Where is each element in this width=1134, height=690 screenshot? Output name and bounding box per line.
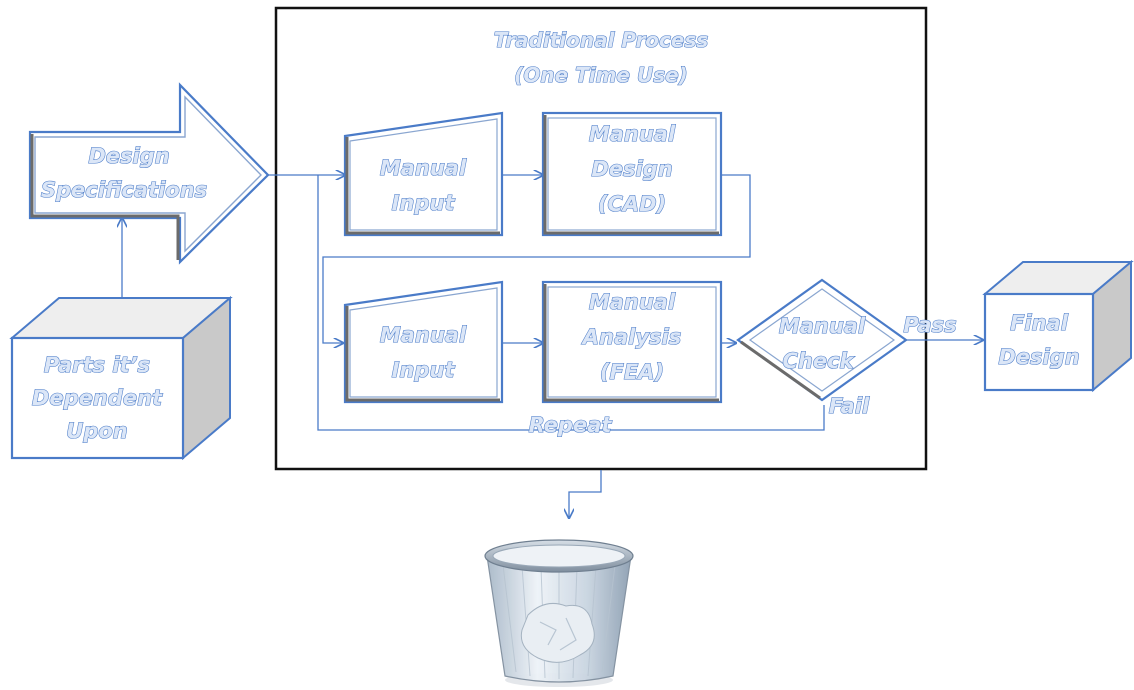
manual-input-top: Manual Input <box>343 111 504 237</box>
design-specifications-line2: Specifications <box>41 178 207 202</box>
trash-bin-icon <box>484 539 634 687</box>
manual-check-diamond: Manual Check <box>736 278 908 402</box>
manual-input-bottom: Manual Input <box>343 280 504 404</box>
manual-analysis-line2: Analysis <box>581 325 681 349</box>
final-design-box: Final Design <box>982 259 1134 393</box>
manual-check-line2: Check <box>782 349 855 373</box>
parts-box-line3: Upon <box>66 419 127 443</box>
final-design-line2: Design <box>998 345 1079 369</box>
manual-input-bottom-line2: Input <box>392 358 456 382</box>
manual-design-line1: Manual <box>589 122 676 146</box>
parts-box-line2: Dependent <box>32 386 163 410</box>
manual-input-top-line2: Input <box>392 191 456 215</box>
design-specifications-arrow: Design Specifications <box>28 82 270 265</box>
pass-label: Pass <box>903 313 956 337</box>
manual-analysis-line3: (FEA) <box>600 360 664 384</box>
repeat-label: Repeat <box>529 413 613 437</box>
process-title-line1: Traditional Process <box>494 28 709 52</box>
fail-label: Fail <box>829 394 870 418</box>
manual-design-box: Manual Design (CAD) <box>541 111 723 237</box>
manual-analysis-line1: Manual <box>589 290 676 314</box>
arrow-process-to-trash <box>569 470 602 518</box>
manual-input-top-line1: Manual <box>380 156 467 180</box>
manual-check-line1: Manual <box>779 314 866 338</box>
manual-design-line3: (CAD) <box>598 192 666 216</box>
final-design-line1: Final <box>1010 311 1069 335</box>
process-title-line2: (One Time Use) <box>514 63 688 87</box>
line-design-to-input-bottom <box>322 174 751 343</box>
line-spec-to-repeat-loop <box>317 175 825 431</box>
manual-analysis-box: Manual Analysis (FEA) <box>541 280 723 404</box>
manual-design-line2: Design <box>591 157 672 181</box>
parts-box-line1: Parts it’s <box>44 353 150 377</box>
manual-input-bottom-line1: Manual <box>380 323 467 347</box>
connectors <box>122 175 983 518</box>
parts-dependent-box: Parts it’s Dependent Upon <box>9 295 233 461</box>
process-frame <box>274 6 928 471</box>
design-specifications-line1: Design <box>88 144 169 168</box>
